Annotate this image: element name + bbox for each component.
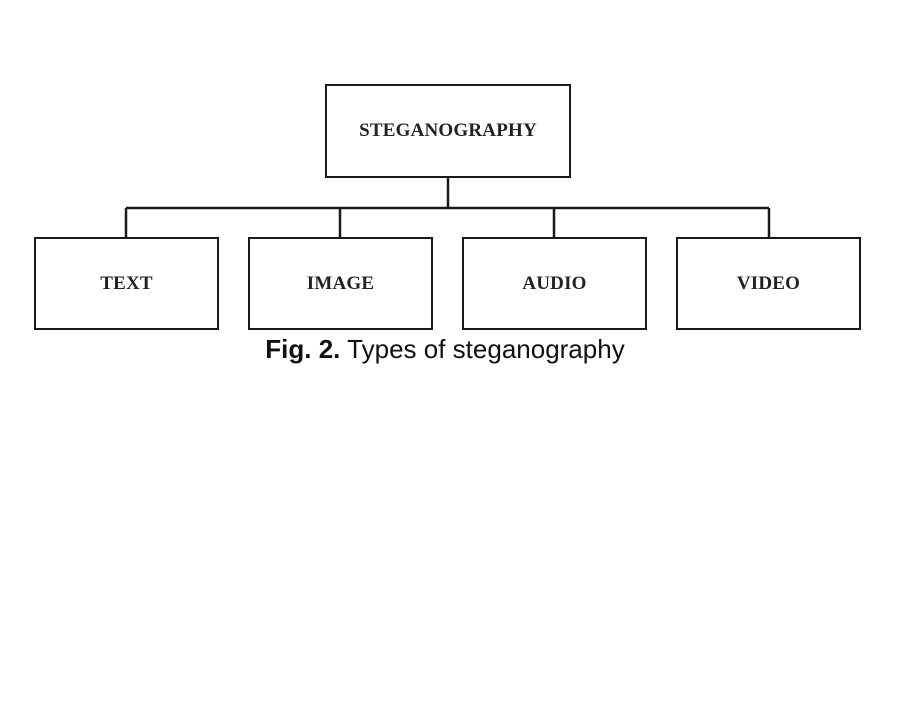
child-node-label: IMAGE <box>306 272 375 294</box>
child-node-label: TEXT <box>100 272 153 294</box>
child-node-audio: AUDIO <box>462 237 647 330</box>
child-node-video: VIDEO <box>676 237 861 330</box>
child-node-image: IMAGE <box>248 237 433 330</box>
child-node-label: VIDEO <box>736 272 801 294</box>
caption-text: Types of steganography <box>347 334 625 364</box>
figure-caption: Fig. 2. Types of steganography <box>0 334 890 365</box>
root-node-label: STEGANOGRAPHY <box>359 120 537 141</box>
caption-label: Fig. 2. <box>265 334 341 364</box>
child-node-text: TEXT <box>34 237 219 330</box>
root-node-steganography: STEGANOGRAPHY <box>325 84 571 178</box>
child-node-label: AUDIO <box>522 272 587 294</box>
